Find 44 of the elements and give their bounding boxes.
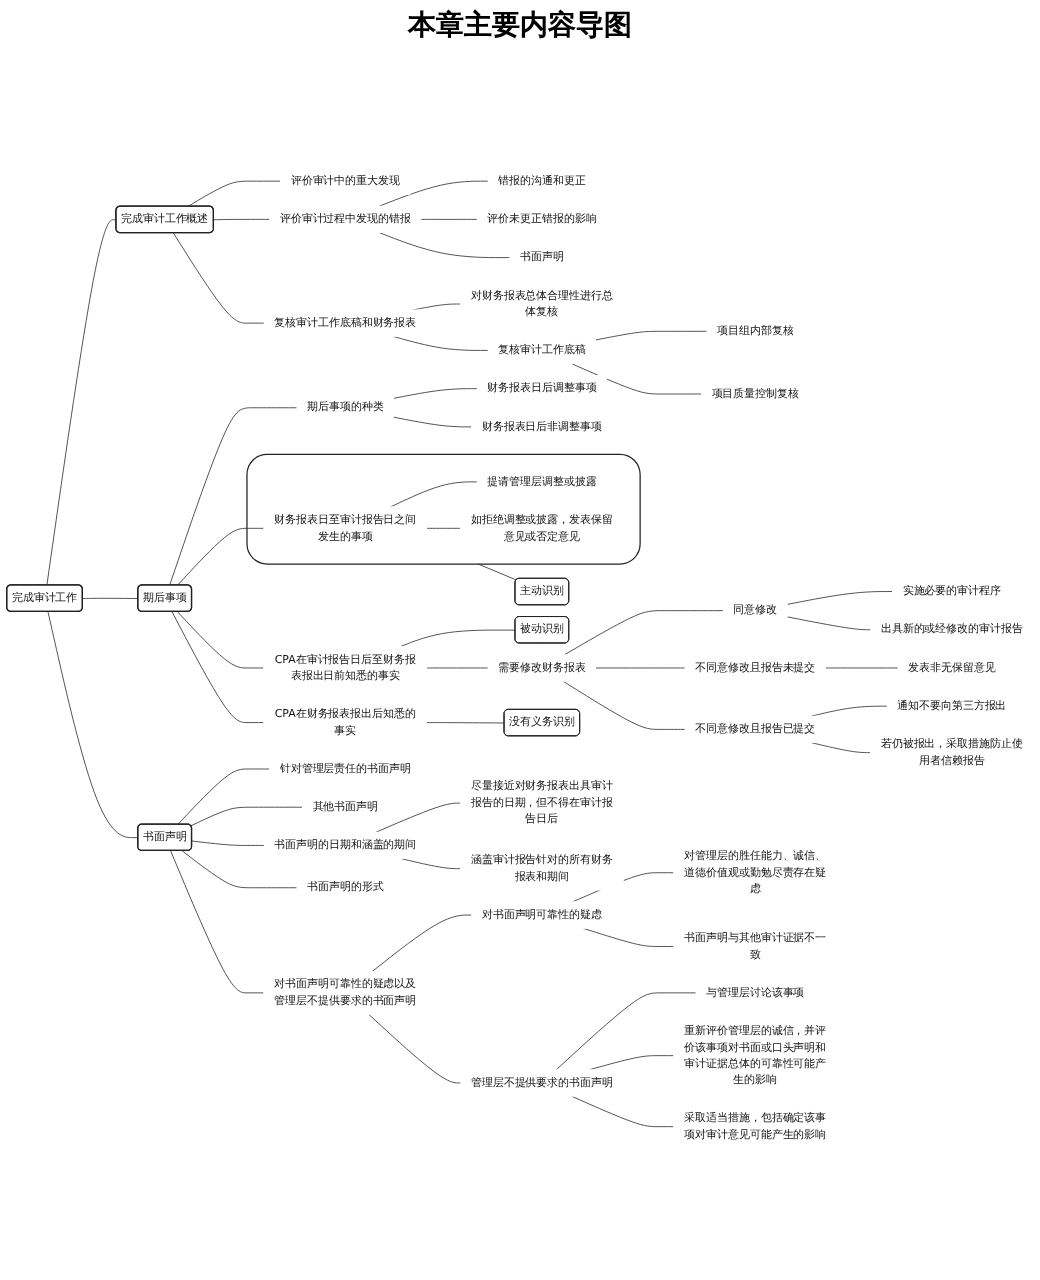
connector [173,232,265,324]
connector [46,219,117,586]
connector [390,481,478,508]
connector [426,527,461,529]
connector [177,527,265,586]
connector [181,850,298,889]
connector [810,742,871,754]
connector [393,388,478,399]
connector [375,802,461,833]
connector [420,218,478,220]
connector [595,330,708,341]
connector [571,363,702,395]
diagram-title: 本章主要内容导图 [405,8,634,44]
connector [47,611,139,839]
connector [191,840,265,846]
connector [213,218,271,221]
connector [190,806,303,827]
connector [378,180,489,207]
connector [368,1013,462,1084]
connector [582,927,675,947]
connector [562,680,686,730]
connector [177,611,265,669]
connector [786,616,872,631]
connector [169,407,298,586]
connector [400,858,461,870]
connector [810,705,888,717]
connector [392,335,489,351]
connector [170,850,265,994]
connector [477,563,517,581]
connector [371,914,473,972]
connector [564,610,724,656]
connector [177,768,271,825]
connector [589,1055,675,1071]
connector [171,611,265,723]
cluster [246,453,641,565]
connector [393,416,473,428]
connector [399,629,516,647]
connector [378,232,511,259]
connector [426,722,505,724]
connector [571,1095,675,1128]
connector [786,591,893,605]
connector [82,597,139,599]
connector [187,180,281,207]
connector [555,992,697,1071]
